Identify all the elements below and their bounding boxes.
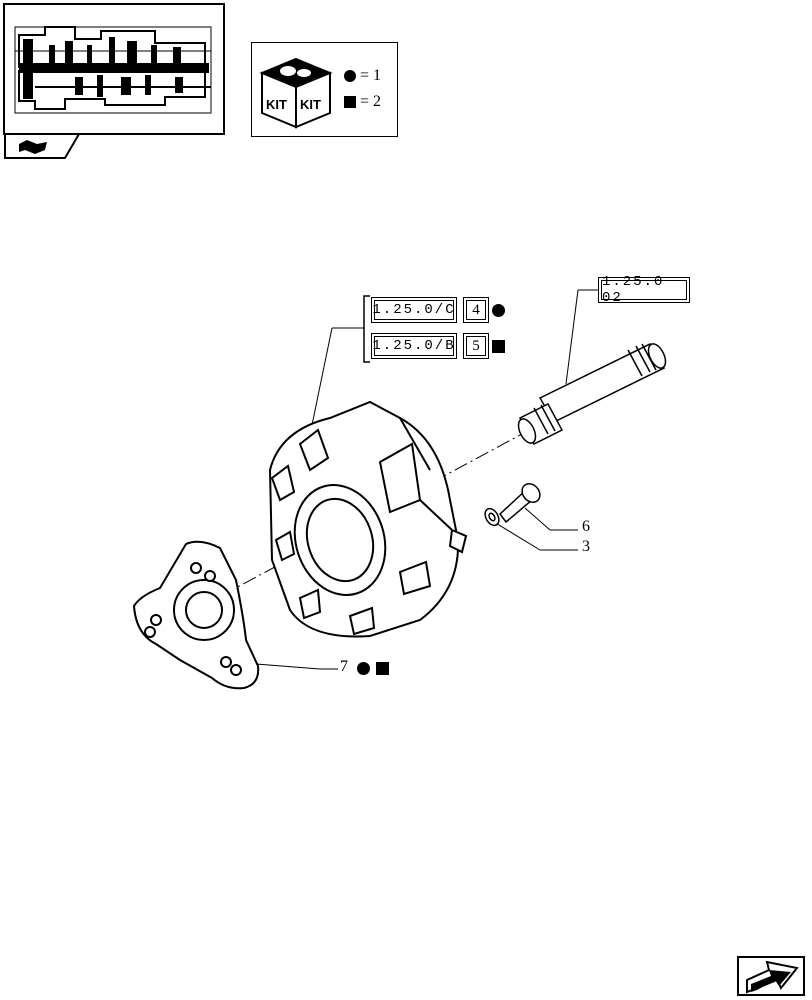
transmission-thumbnail[interactable] xyxy=(3,3,225,135)
circle-symbol xyxy=(344,70,356,82)
washer xyxy=(484,507,500,527)
next-page-button[interactable] xyxy=(737,956,805,996)
friction-disc xyxy=(132,540,260,690)
ref-shaft[interactable]: 1.25.0 02 xyxy=(598,274,690,306)
shaft xyxy=(517,343,667,445)
ref-group-a[interactable]: 1.25.0/C xyxy=(371,297,457,323)
circle-marker-disc xyxy=(357,662,370,675)
book-icon xyxy=(4,133,81,159)
circle-marker-a xyxy=(492,304,505,317)
kit-text-left: KIT xyxy=(266,97,287,112)
ref-group-a-qty: 4 xyxy=(463,297,489,323)
legend-circle-value: = 1 xyxy=(360,67,382,84)
ref-group-b[interactable]: 1.25.0/B xyxy=(371,333,457,359)
kit-text-right: KIT xyxy=(300,97,321,112)
callout-disc: 7 xyxy=(340,658,348,675)
callout-washer: 3 xyxy=(582,538,590,555)
ref-group-b-qty: 5 xyxy=(463,333,489,359)
legend-square-row: = 2 xyxy=(344,93,381,111)
square-marker-b xyxy=(492,340,505,353)
kit-box-icon: KIT KIT xyxy=(259,57,333,129)
bolt xyxy=(498,483,541,524)
legend-square-value: = 2 xyxy=(360,93,382,110)
square-symbol xyxy=(344,96,356,108)
kit-legend: KIT KIT = 1 = 2 xyxy=(251,42,398,137)
square-marker-disc xyxy=(376,662,389,675)
ref-bracket xyxy=(363,295,370,363)
next-page-arrow-icon xyxy=(746,960,799,994)
callout-bolt: 6 xyxy=(582,518,590,535)
transmission-thumbnail-icon xyxy=(14,26,212,114)
book-tab[interactable] xyxy=(3,133,81,160)
clutch-assembly xyxy=(268,400,468,638)
legend-circle-row: = 1 xyxy=(344,67,381,85)
